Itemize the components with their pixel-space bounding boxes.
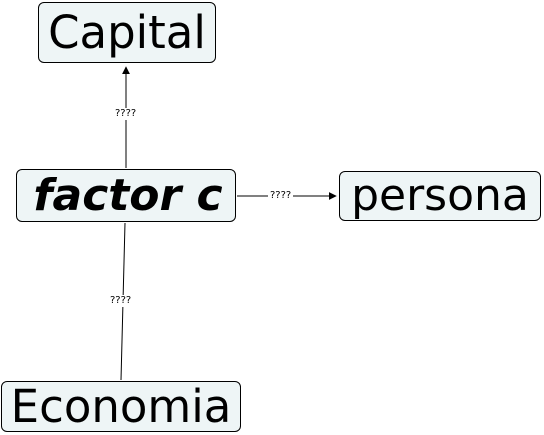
edge-label-capital: ???? xyxy=(113,108,139,120)
node-economia[interactable]: Economia xyxy=(1,381,241,432)
edge-label-economia: ???? xyxy=(108,295,134,307)
node-capital-label: Capital xyxy=(48,6,206,59)
edge-label-persona: ???? xyxy=(268,190,294,202)
node-persona[interactable]: persona xyxy=(339,171,541,221)
node-factor-c[interactable]: factor c xyxy=(16,169,236,222)
node-capital[interactable]: Capital xyxy=(38,2,216,63)
node-economia-label: Economia xyxy=(10,380,232,433)
node-persona-label: persona xyxy=(351,170,529,221)
node-factor-c-label: factor c xyxy=(33,169,223,221)
